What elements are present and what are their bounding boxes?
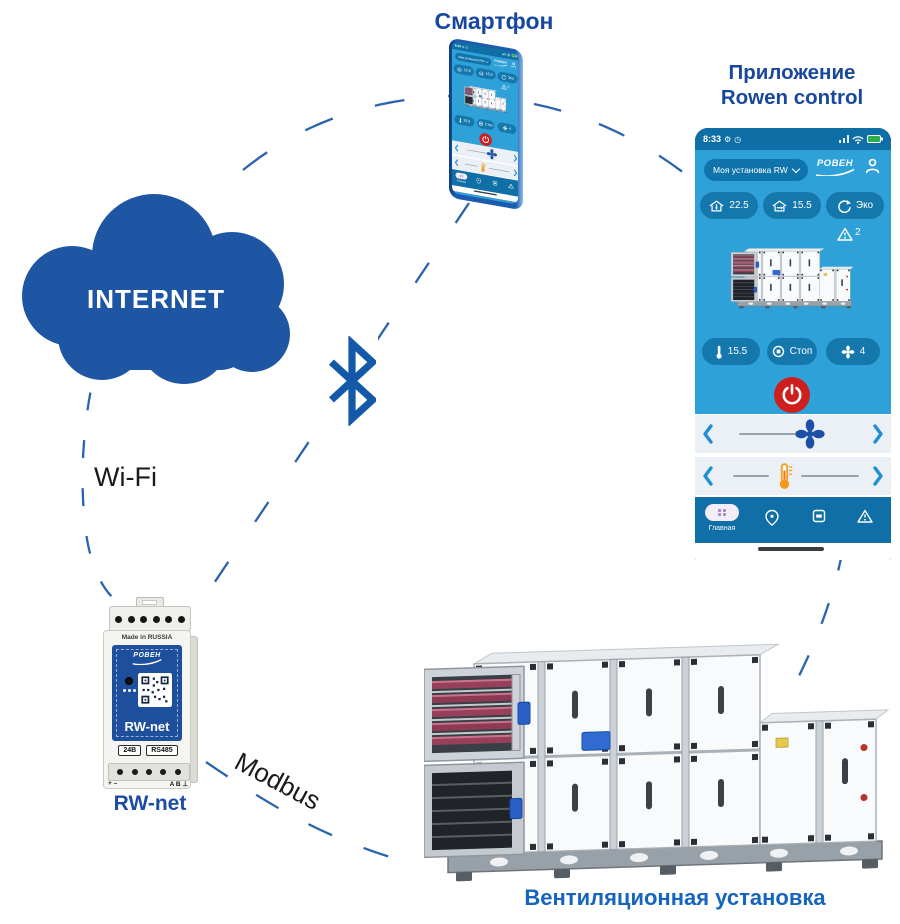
device-side-face xyxy=(191,636,198,783)
fan-slider[interactable] xyxy=(695,415,891,453)
signal-icon xyxy=(839,135,849,143)
temperature-slider[interactable] xyxy=(695,457,891,495)
temp-slider-line-right xyxy=(801,475,859,477)
battery-icon xyxy=(867,135,883,143)
power-port-label: 24В xyxy=(118,745,142,756)
wifi-label: Wi-Fi xyxy=(94,462,157,492)
extract-temp-pill[interactable]: 15.5 xyxy=(763,192,821,219)
status-time: 8:33 xyxy=(703,134,722,144)
rowen-logo-text: РОВЕН xyxy=(816,158,854,169)
unit-selector-label: Моя установка RW xyxy=(713,165,788,175)
temperature-value: 15.5 xyxy=(727,346,748,357)
qr-code xyxy=(138,673,172,711)
bus-terminal-labels: A B ⊥ xyxy=(169,781,188,788)
app-title-line1: Приложение xyxy=(728,61,856,84)
house-extract-icon xyxy=(772,199,787,212)
app-unit-image xyxy=(731,248,855,310)
stop-pill[interactable]: Стоп xyxy=(767,338,817,365)
device-brand-swoosh xyxy=(132,659,162,665)
device-front-label: РОВЕН RW-net xyxy=(112,645,182,741)
chevron-right-icon[interactable] xyxy=(872,466,884,486)
app-title: Приложение Rowen control xyxy=(688,60,896,110)
chevron-left-icon[interactable] xyxy=(702,424,714,444)
thermometer-icon xyxy=(715,345,723,359)
rwnet-device: Made in RUSSIA РОВЕН RW-net 24В RS485 xyxy=(103,597,198,791)
supply-temp-value: 22.5 xyxy=(729,200,749,211)
stop-icon xyxy=(772,345,785,358)
device-body: Made in RUSSIA РОВЕН RW-net 24В RS485 xyxy=(103,630,191,789)
stop-label: Стоп xyxy=(789,346,813,357)
ahu-image xyxy=(424,639,890,884)
temp-slider-line-left xyxy=(733,475,769,477)
profile-icon[interactable] xyxy=(864,157,881,174)
rwnet-caption: RW-net xyxy=(113,792,187,815)
supply-temp-pill[interactable]: 22.5 xyxy=(700,192,758,219)
line-cloud-to-smartphone xyxy=(242,94,451,171)
eco-mode-icon xyxy=(837,199,851,213)
chevron-down-icon xyxy=(791,164,800,174)
home-tab[interactable] xyxy=(705,504,739,521)
alerts-tab-icon[interactable] xyxy=(857,509,873,523)
bottom-nav: Главная xyxy=(695,497,891,543)
eco-mode-value: Эко xyxy=(855,200,874,211)
device-model-label: RW-net xyxy=(124,719,170,734)
unit-selector[interactable]: Моя установка RW xyxy=(704,159,808,181)
top-terminal-block xyxy=(109,606,191,632)
bus-port-label: RS485 xyxy=(146,745,178,756)
modbus-label: Modbus xyxy=(229,746,326,816)
smartphone-illustration: 8:33 ⚙ ◷ Моя установка RW РОВЕН 22.5 xyxy=(449,37,523,211)
status-bar: 8:33 ⚙ ◷ xyxy=(695,128,891,150)
alerts-count: 2 xyxy=(855,227,861,238)
gear-icon: ⚙ xyxy=(724,134,732,144)
fan-slider-line xyxy=(739,433,797,435)
thermometer-icon-large xyxy=(774,462,794,490)
home-tab-label: Главная xyxy=(708,525,736,532)
device-brand-text: РОВЕН xyxy=(133,652,161,659)
dashboard-icon xyxy=(718,508,726,517)
alerts-badge[interactable]: 2 xyxy=(837,227,861,241)
internet-cloud: INTERNET xyxy=(22,194,290,384)
screw-terminals xyxy=(108,763,190,781)
device-brand-logo: РОВЕН xyxy=(112,652,182,665)
chevron-left-icon[interactable] xyxy=(702,466,714,486)
fan-icon xyxy=(841,345,855,359)
bluetooth-icon xyxy=(326,334,378,428)
ahu-caption: Вентиляционная установка xyxy=(524,885,826,910)
wifi-icon xyxy=(852,135,864,144)
eco-mode-pill[interactable]: Эко xyxy=(826,192,884,219)
indicator-icons xyxy=(122,689,136,692)
power-button[interactable] xyxy=(774,377,810,413)
clock-icon: ◷ xyxy=(734,134,742,144)
map-pin-icon[interactable] xyxy=(765,509,779,526)
app-phone-screenshot: 8:33 ⚙ ◷ Моя установка RW РОВЕН 22.5 xyxy=(695,128,891,560)
status-indicators xyxy=(120,673,138,711)
power-terminal-labels: + – xyxy=(108,780,118,787)
smartphone-title: Смартфон xyxy=(434,8,554,34)
temperature-pill[interactable]: 15.5 xyxy=(702,338,760,365)
line-smartphone-to-app xyxy=(533,102,699,185)
fan-speed-pill[interactable]: 4 xyxy=(826,338,880,365)
app-title-line2: Rowen control xyxy=(720,86,864,109)
internet-label: INTERNET xyxy=(87,284,225,314)
rowen-swoosh xyxy=(815,168,855,176)
warning-icon xyxy=(837,227,853,241)
made-in-label: Made in RUSSIA xyxy=(121,634,173,641)
extract-temp-value: 15.5 xyxy=(792,200,812,211)
fan-icon-large xyxy=(795,419,825,449)
house-supply-icon xyxy=(709,199,724,212)
chevron-right-icon[interactable] xyxy=(872,424,884,444)
power-icon xyxy=(782,384,802,405)
unit-tab-icon[interactable] xyxy=(812,509,826,523)
smartphone-screen: 8:33 ⚙ ◷ Моя установка RW РОВЕН 22.5 xyxy=(452,41,518,205)
home-indicator xyxy=(758,547,824,551)
led-indicator xyxy=(125,677,133,685)
fan-speed-value: 4 xyxy=(859,346,866,357)
rowen-logo: РОВЕН xyxy=(812,158,858,176)
